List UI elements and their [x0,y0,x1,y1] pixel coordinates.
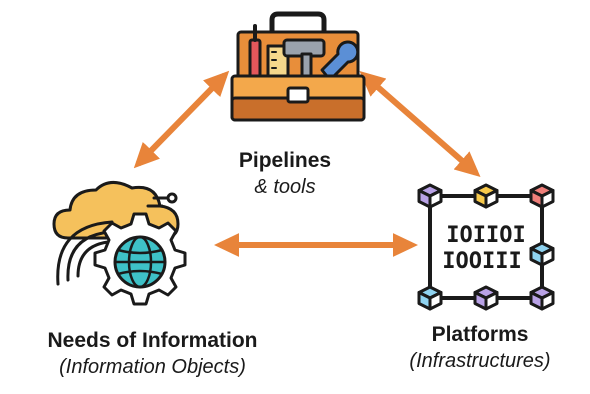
binary-line-1: IOIIOI [446,223,525,248]
cube-bottom-left [417,285,443,311]
node-subtitle: (Infrastructures) [409,350,551,372]
cube-bottom-middle [473,285,499,311]
cube-bottom-right [529,285,555,311]
node-platforms: Platforms (Infrastructures) [370,322,590,374]
node-subtitle: & tools [254,176,316,198]
connector-arrows [133,70,481,257]
toolbox-icon [230,11,366,122]
cube-right-middle [529,241,555,267]
cube-top-right [529,183,555,209]
cube-top-left [417,183,443,209]
blockchain-binary-icon: IOIIOI IOOIII [417,183,555,311]
arrow-pipelines-platforms [359,71,481,177]
node-needs-of-information: Needs of Information (Information Object… [0,328,305,380]
node-title: Platforms [431,323,529,346]
arrow-pipelines-needs [133,70,230,169]
node-title: Needs of Information [47,329,258,352]
cloud-globe-gear-icon [52,181,187,306]
cube-top-middle [473,183,499,209]
node-title: Pipelines [238,149,332,172]
binary-line-2: IOOIII [442,249,521,274]
node-pipelines: Pipelines & tools [180,148,390,200]
node-subtitle: (Information Objects) [59,356,246,378]
